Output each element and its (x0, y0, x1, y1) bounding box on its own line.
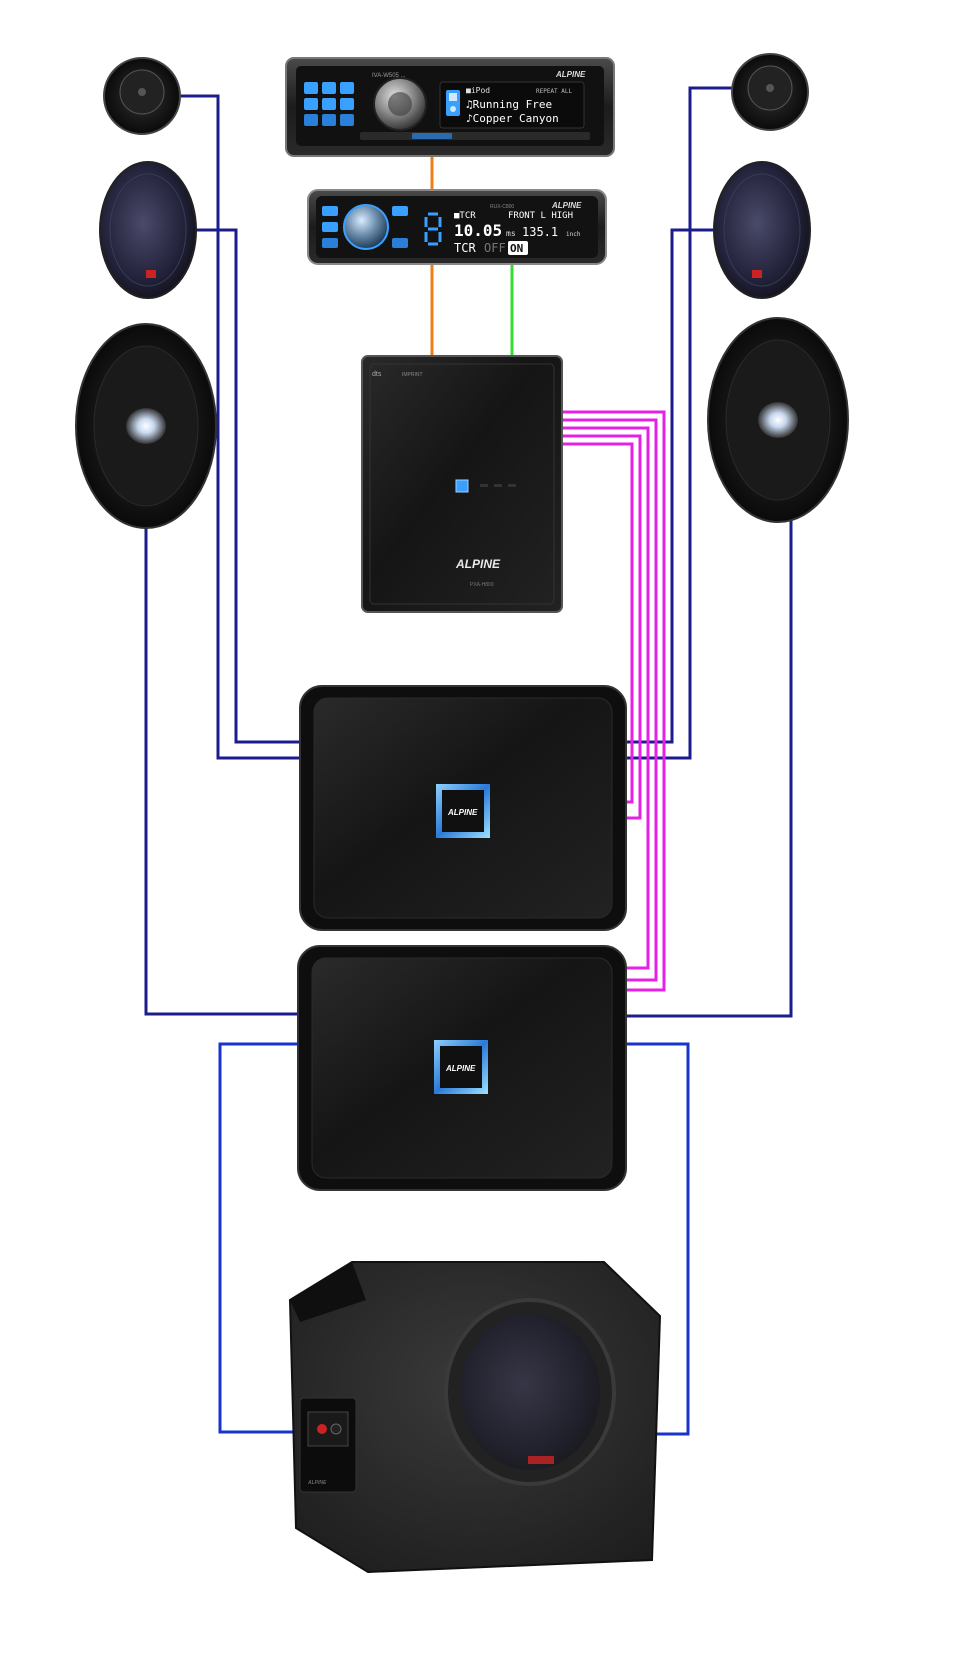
ctrl-button-4[interactable] (392, 206, 408, 216)
processor-brand: ALPINE (455, 557, 501, 571)
hu-display-line-2: ♫Running Free (466, 98, 552, 111)
hu-button-3[interactable] (340, 82, 354, 94)
left-woofer (75, 323, 217, 529)
processor-status-light (455, 479, 469, 493)
ctrl-on-label: ON (510, 242, 523, 255)
wire-left-tweeter (178, 94, 300, 760)
wire-sub-right (626, 1042, 690, 1436)
hu-button-5[interactable] (322, 98, 336, 110)
ctrl-button-2[interactable] (322, 222, 338, 232)
hu-display-line-1: ■iPod (466, 86, 490, 95)
sub-terminal-black (330, 1423, 342, 1435)
left-tweeter (103, 57, 181, 135)
right-woofer (707, 317, 849, 523)
subwoofer-brand: ALPINE (307, 1480, 327, 1486)
amp-2-brand: ALPINE (445, 1064, 476, 1073)
hu-button-9[interactable] (340, 114, 354, 126)
amplifier-1: ALPINE (299, 685, 627, 931)
sub-terminal-red (317, 1424, 327, 1434)
ctrl-button-5[interactable] (392, 238, 408, 248)
hu-button-6[interactable] (340, 98, 354, 110)
hu-display-tag: REPEAT ALL (536, 88, 573, 95)
subwoofer-enclosure: ALPINE (288, 1261, 662, 1574)
ctrl-display-value2: 135.1 (522, 225, 558, 239)
hu-button-8[interactable] (322, 114, 336, 126)
wire-right-woofer (626, 520, 793, 1018)
wire-sub-left (218, 1042, 300, 1434)
wire-left-woofer (144, 528, 300, 1016)
ctrl-display-channel: FRONT L HIGH (508, 211, 573, 221)
controller-level-indicator (424, 212, 442, 246)
controller: ALPINE RUX-C800 ■TCR FRONT L HIGH 10.05 … (307, 189, 607, 265)
head-unit-display (439, 81, 585, 129)
ctrl-display-unit: ms (506, 229, 516, 238)
hu-button-2[interactable] (322, 82, 336, 94)
processor-model-sub: IMPRINT (402, 372, 423, 378)
wire-left-midrange (196, 228, 300, 744)
ctrl-button-1[interactable] (322, 206, 338, 216)
right-tweeter (731, 53, 809, 131)
head-unit: IVA-W505 ... ALPINE ■iPod REPEAT ALL ♫Ru… (285, 57, 615, 157)
controller-model: RUX-C800 (490, 204, 514, 210)
ctrl-display-value: 10.05 (454, 221, 502, 240)
ctrl-tcr-label: TCR (454, 241, 476, 255)
head-unit-brand: ALPINE (555, 70, 586, 79)
left-midrange (99, 161, 197, 299)
sound-processor: dts IMPRINT ALPINE PXA-H800 (361, 355, 563, 613)
hu-button-1[interactable] (304, 82, 318, 94)
controller-rotary-knob[interactable] (343, 204, 389, 250)
processor-model: PXA-H800 (470, 582, 494, 588)
wire-right-tweeter (626, 86, 733, 760)
processor-top-label: dts (372, 371, 382, 378)
right-midrange (713, 161, 811, 299)
ctrl-off-label: OFF (484, 241, 506, 255)
ctrl-button-3[interactable] (322, 238, 338, 248)
wiring (144, 86, 793, 1436)
amp-1-brand: ALPINE (447, 808, 478, 817)
head-unit-model: IVA-W505 ... (372, 73, 406, 79)
head-unit-buttons (304, 82, 354, 126)
hu-button-7[interactable] (304, 114, 318, 126)
rca-signal-bundle (562, 410, 666, 992)
amplifier-2: ALPINE (297, 945, 627, 1191)
hu-button-4[interactable] (304, 98, 318, 110)
controller-brand: ALPINE (551, 201, 582, 210)
hu-display-line-3: ♪Copper Canyon (466, 112, 559, 125)
ctrl-display-mode: ■TCR (454, 211, 476, 221)
ctrl-display-unit2: inch (566, 231, 581, 238)
